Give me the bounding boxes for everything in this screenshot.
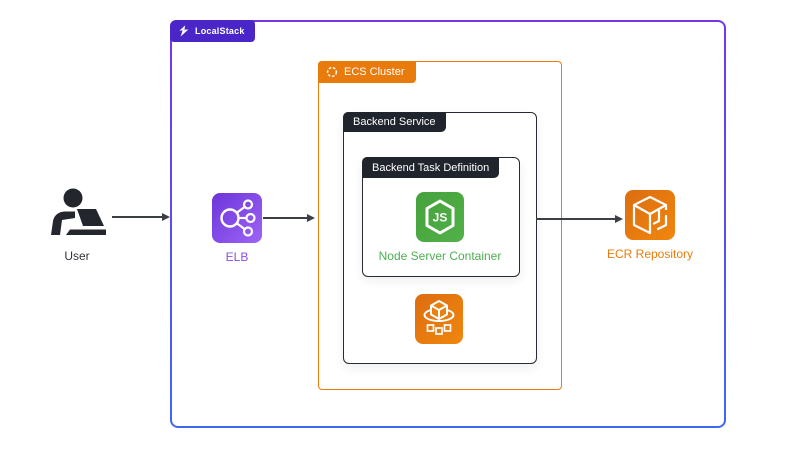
node-server-container-label: Node Server Container [378, 249, 502, 263]
svg-text:JS: JS [433, 211, 448, 225]
localstack-badge-label: LocalStack [195, 26, 245, 36]
backend-task-definition-badge: Backend Task Definition [362, 157, 500, 178]
localstack-badge: LocalStack [170, 20, 255, 42]
ecr-repository-label: ECR Repository [606, 247, 694, 261]
load-balancer-network-icon [220, 199, 256, 237]
arrowhead-icon [307, 213, 315, 222]
ecs-service-icon [415, 294, 463, 344]
arrow-backend-service-to-ecr [536, 214, 623, 223]
nodejs-hexagon-icon: JS [425, 199, 455, 235]
elb-label: ELB [225, 250, 249, 264]
arrow-elb-to-ecs-cluster [263, 213, 315, 222]
localstack-logo-icon [179, 25, 189, 37]
user-label: User [64, 249, 90, 263]
arrow-user-to-localstack [112, 212, 170, 221]
nodejs-icon: JS [416, 192, 464, 242]
ecr-package-box-icon [632, 195, 668, 235]
user-icon [51, 188, 106, 235]
ecr-repository-icon [625, 190, 675, 240]
ecs-cluster-badge-label: ECS Cluster [344, 66, 405, 78]
ecs-cube-orbit-icon [423, 300, 455, 335]
elb-icon [212, 193, 262, 243]
arrowhead-icon [162, 212, 170, 221]
arrowhead-icon [615, 214, 623, 223]
ecs-cluster-container [318, 61, 562, 390]
backend-service-badge: Backend Service [343, 112, 446, 132]
ecs-cluster-badge: ECS Cluster [318, 61, 416, 83]
ecs-cluster-icon [326, 66, 338, 78]
backend-service-badge-label: Backend Service [353, 116, 436, 128]
backend-task-definition-badge-label: Backend Task Definition [372, 161, 490, 174]
